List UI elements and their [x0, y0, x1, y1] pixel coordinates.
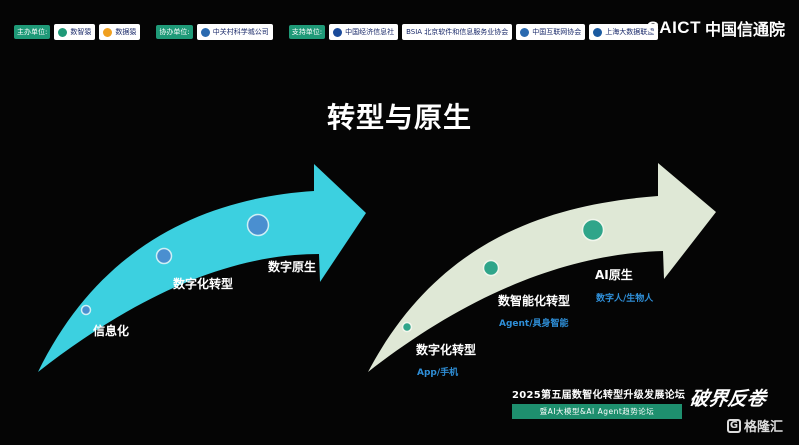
- host-logo-2: 数据猿: [99, 24, 141, 40]
- watermark: G 格隆汇: [727, 416, 783, 435]
- logo-icon: [333, 27, 343, 37]
- watermark-logo-icon: G: [727, 418, 741, 433]
- right-node-3: [581, 218, 605, 242]
- slogan: 破界反卷: [688, 388, 768, 410]
- co-label: 协办单位:: [156, 25, 193, 39]
- right-stage-2-sub: Agent/具身智能: [499, 319, 569, 329]
- brand-chinese: 中国信通院: [704, 20, 785, 39]
- support-logo-1: 中国经济信息社: [329, 24, 399, 40]
- left-node-3: [246, 213, 270, 237]
- page-title: 转型与原生: [326, 101, 472, 134]
- support-label: 支持单位:: [288, 25, 326, 39]
- left-stage-2-label: 数字化转型: [173, 277, 234, 291]
- logo-icon: [103, 27, 113, 37]
- host-label: 主办单位:: [14, 25, 51, 39]
- host-logo-1: 数智猿: [54, 24, 96, 40]
- logo-icon: [200, 27, 210, 37]
- right-stage-3-sub: 数字人/生物人: [596, 294, 654, 304]
- left-arrow: [38, 164, 366, 372]
- co-logo: 中关村科学城公司: [196, 24, 273, 40]
- support-logo-4: 上海大数据联盟: [589, 24, 659, 40]
- right-arrow: [368, 163, 716, 372]
- logo-icon: [58, 27, 68, 37]
- support-logo-3: 中国互联网协会: [516, 24, 586, 40]
- left-stage-1-label: 信息化: [93, 324, 130, 338]
- support-logo-2: BSIA 北京软件和信息服务业协会: [402, 24, 513, 40]
- caict-logo: CAICT 中国信通院: [647, 16, 785, 40]
- forum-title: 2025第五届数智化转型升级发展论坛: [512, 390, 686, 401]
- right-stage-1-label: 数字化转型: [416, 343, 477, 357]
- forum-subtitle: 暨AI大模型&AI Agent趋势论坛: [512, 404, 682, 419]
- brand-latin: CAICT: [646, 18, 701, 37]
- logo-icon: [520, 27, 530, 37]
- forum-banner: 2025第五届数智化转型升级发展论坛 暨AI大模型&AI Agent趋势论坛: [512, 386, 686, 419]
- watermark-text: 格隆汇: [744, 420, 784, 435]
- left-stage-3-label: 数字原生: [268, 260, 317, 274]
- right-stage-1-sub: App/手机: [417, 368, 459, 378]
- left-node-2: [155, 247, 173, 265]
- sponsor-bar: 主办单位: 数智猿 数据猿 协办单位: 中关村科学城公司 支持单位: 中国经济信…: [14, 22, 659, 42]
- right-stage-3-label: AI原生: [595, 268, 633, 282]
- right-node-1: [401, 321, 413, 333]
- logo-icon: [593, 27, 603, 37]
- right-node-2: [482, 259, 500, 277]
- right-stage-2-label: 数智能化转型: [498, 294, 571, 308]
- left-node-1: [80, 304, 92, 316]
